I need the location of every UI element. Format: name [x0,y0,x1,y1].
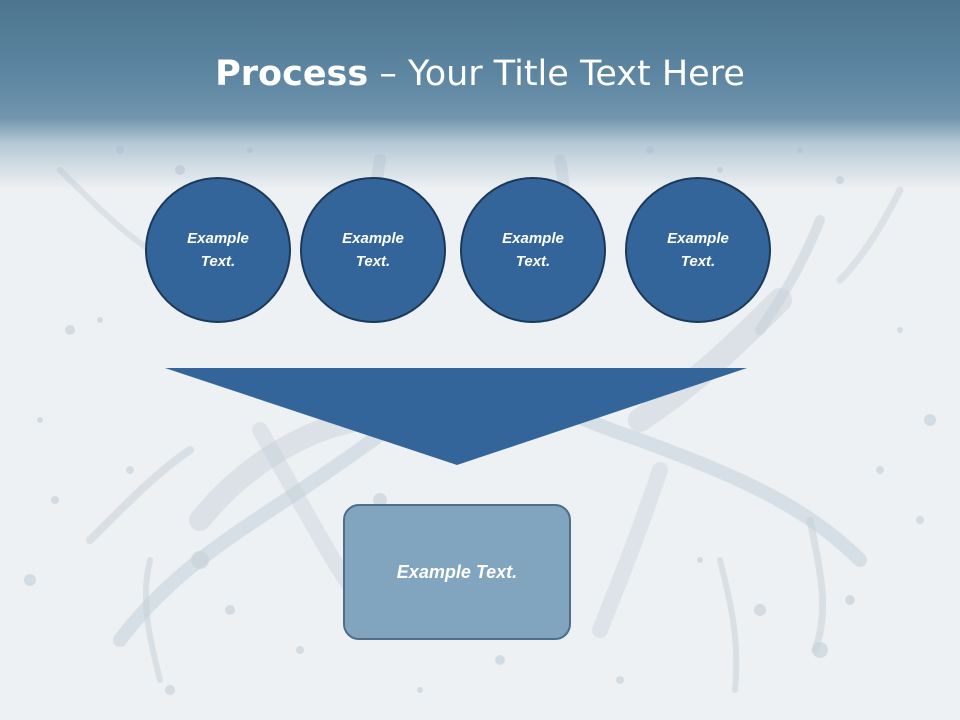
title-rest: – Your Title Text Here [368,54,745,94]
result-box: Example Text. [343,504,571,640]
header-band [0,0,960,190]
process-circle-2: Example Text. [300,177,446,323]
process-circle-3: Example Text. [460,177,606,323]
title-bold: Process [215,54,369,94]
process-circle-1: Example Text. [145,177,291,323]
process-circle-4: Example Text. [625,177,771,323]
slide-title: Process – Your Title Text Here [0,52,960,96]
